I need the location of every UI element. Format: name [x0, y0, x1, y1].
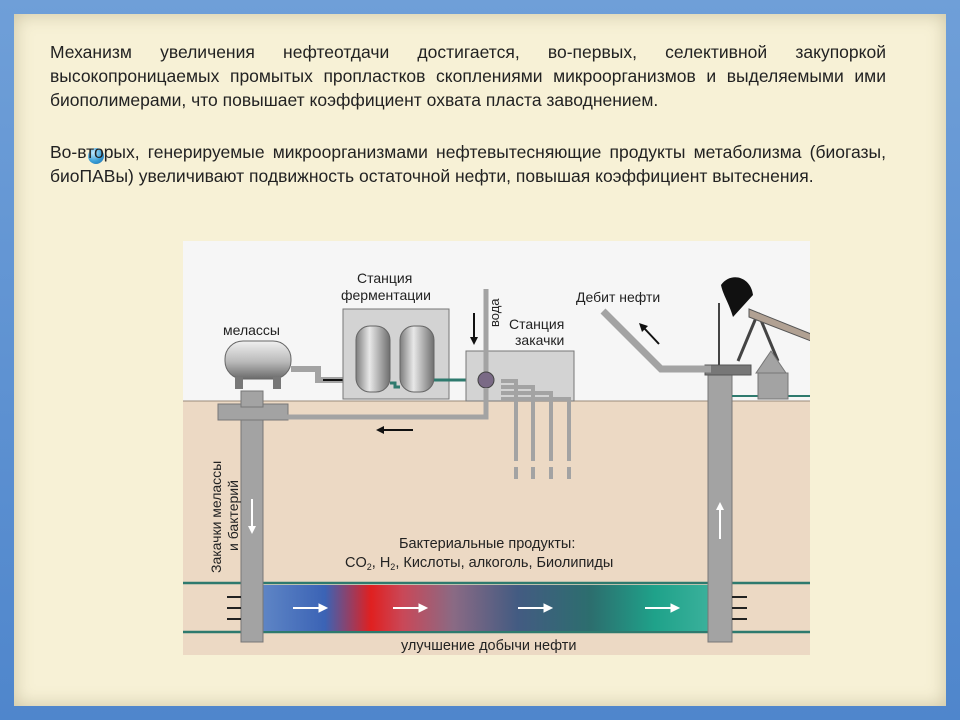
flow-arrow-icon: [376, 426, 413, 434]
oil-rate-label: Дебит нефти: [576, 289, 660, 305]
injection-station-pipes: [501, 379, 571, 461]
oil-output-pipe: [600, 308, 711, 373]
flow-arrow-icon: [293, 603, 681, 613]
bacterial-products-list: CO2, H2, Кислоты, алкоголь, Биолипиды: [345, 555, 613, 572]
fermentation-label-2: ферментации: [341, 287, 431, 303]
fermenter-tank-icon: [355, 325, 435, 393]
injection-well-label-2: и бактерий: [225, 480, 241, 551]
right-perforations: [732, 596, 747, 620]
molasses-label: мелассы: [223, 322, 280, 338]
bacterial-products-title: Бактериальные продукты:: [399, 536, 575, 552]
injection-station-label-1: Станция: [509, 316, 564, 332]
flow-arrow-icon: [639, 323, 660, 345]
paragraph-2: Во-вторых, генерируемые микроорганизмами…: [50, 142, 886, 186]
paragraph-1: Механизм увеличения нефтеотдачи достигае…: [50, 42, 886, 110]
flow-arrow-icon: [716, 502, 724, 539]
pumpjack-icon: [718, 277, 812, 400]
improvement-label: улучшение добычи нефти: [401, 638, 576, 654]
water-label: вода: [487, 298, 502, 327]
fermentation-label-1: Станция: [357, 270, 412, 286]
flow-arrow-icon: [248, 499, 256, 534]
reservoir-layer: [261, 585, 719, 631]
injection-station-label-2: закачки: [515, 332, 564, 348]
mixing-valve: [477, 371, 495, 389]
flow-arrow-icon: [470, 313, 478, 345]
left-perforations: [227, 596, 241, 620]
injection-well-label-1: Закачки мелассы: [208, 461, 224, 573]
molasses-tank-icon: [224, 340, 292, 389]
return-pipe: [265, 388, 489, 420]
diagram-svg: Дебит нефти мелассы Станция ферментации …: [183, 241, 812, 655]
meor-diagram: Дебит нефти мелассы Станция ферментации …: [183, 241, 812, 655]
bullet-sphere-icon: [88, 148, 104, 164]
